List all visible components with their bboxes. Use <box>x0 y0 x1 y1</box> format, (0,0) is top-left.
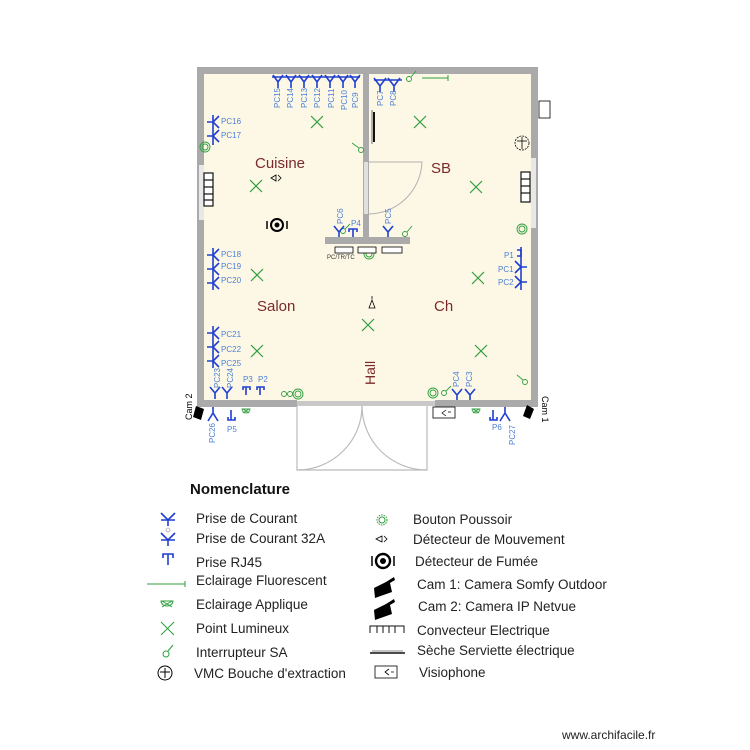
outlet-label: P1 <box>504 251 514 260</box>
outlet-label: PC17 <box>221 131 242 140</box>
outlet-label: PC14 <box>286 87 295 108</box>
outlet-label: P3 <box>243 375 253 384</box>
outlet-label: PC2 <box>498 278 514 287</box>
outlet-label: PC4 <box>452 371 461 387</box>
outlet-label: PC20 <box>221 276 242 285</box>
legend-item-label: Détecteur de Fumée <box>415 554 539 569</box>
room-label-salon: Salon <box>257 298 296 315</box>
outlet-label: P5 <box>227 425 237 434</box>
room-label-hall: Hall <box>362 360 378 385</box>
outlet-label: P6 <box>492 423 502 432</box>
outlet-label: PC9 <box>351 92 360 108</box>
room-label-ch: Ch <box>434 298 454 315</box>
legend-item-label: Cam 1: Camera Somfy Outdoor <box>417 577 607 592</box>
legend-item-label: Eclairage Applique <box>196 597 308 612</box>
outlet-label: PC21 <box>221 330 242 339</box>
outlet-label: PC26 <box>208 422 217 443</box>
outlet-label: PC23 <box>213 367 222 388</box>
legend-item-label: Convecteur Electrique <box>417 623 550 638</box>
outlet-label: PC15 <box>273 87 282 108</box>
outlet-label: PC6 <box>336 208 345 224</box>
legend-item-label: Interrupteur SA <box>196 645 288 660</box>
outlet-label: PC27 <box>508 424 517 445</box>
outlet-label: PC10 <box>340 89 349 110</box>
outlet-label: PC13 <box>300 87 309 108</box>
outlet-label: PC1 <box>498 265 514 274</box>
legend-item-label: Prise de Courant 32A <box>196 531 326 546</box>
outlet-label: PC3 <box>465 371 474 387</box>
outlet-label: PC18 <box>221 250 242 259</box>
outlet-label: PC11 <box>327 88 336 108</box>
legend-item-label: Point Lumineux <box>196 621 290 636</box>
legend-item-label: Bouton Poussoir <box>413 512 513 527</box>
outlet-label: PC7 <box>376 90 385 106</box>
legend-item-label: Cam 2: Camera IP Netvue <box>418 599 577 614</box>
legend-item-label: VMC Bouche d'extraction <box>194 666 346 681</box>
legend-item-label: Prise RJ45 <box>196 555 263 570</box>
room-label-cuisine: Cuisine <box>255 155 306 172</box>
legend-item-label: Eclairage Fluorescent <box>196 573 327 588</box>
legend-item-label: Prise de Courant <box>196 511 298 526</box>
camera-label-cam1: Cam 1 <box>540 396 550 423</box>
legend-item-label: Sèche Serviette électrique <box>417 643 575 658</box>
partition-note: PC/TR/TC <box>327 255 355 261</box>
outlet-label: P2 <box>258 375 268 384</box>
outlet-label: P4 <box>351 219 361 228</box>
outlet-label: PC8 <box>389 90 398 106</box>
outlet-label: PC5 <box>384 208 393 224</box>
outlet-label: PC12 <box>313 87 322 108</box>
camera-label-cam2: Cam 2 <box>184 393 194 420</box>
outlet-label: PC25 <box>221 359 242 368</box>
legend-item-label: Visiophone <box>419 665 486 680</box>
room-label-sb: SB <box>431 160 452 177</box>
legend-title: Nomenclature <box>190 481 291 498</box>
outlet-label: PC19 <box>221 262 242 271</box>
footer-watermark: www.archifacile.fr <box>562 728 656 742</box>
legend-item-label: Détecteur de Mouvement <box>413 532 565 547</box>
outlet-label: PC24 <box>226 367 235 388</box>
outlet-label: PC16 <box>221 117 242 126</box>
outlet-label: PC22 <box>221 345 242 354</box>
